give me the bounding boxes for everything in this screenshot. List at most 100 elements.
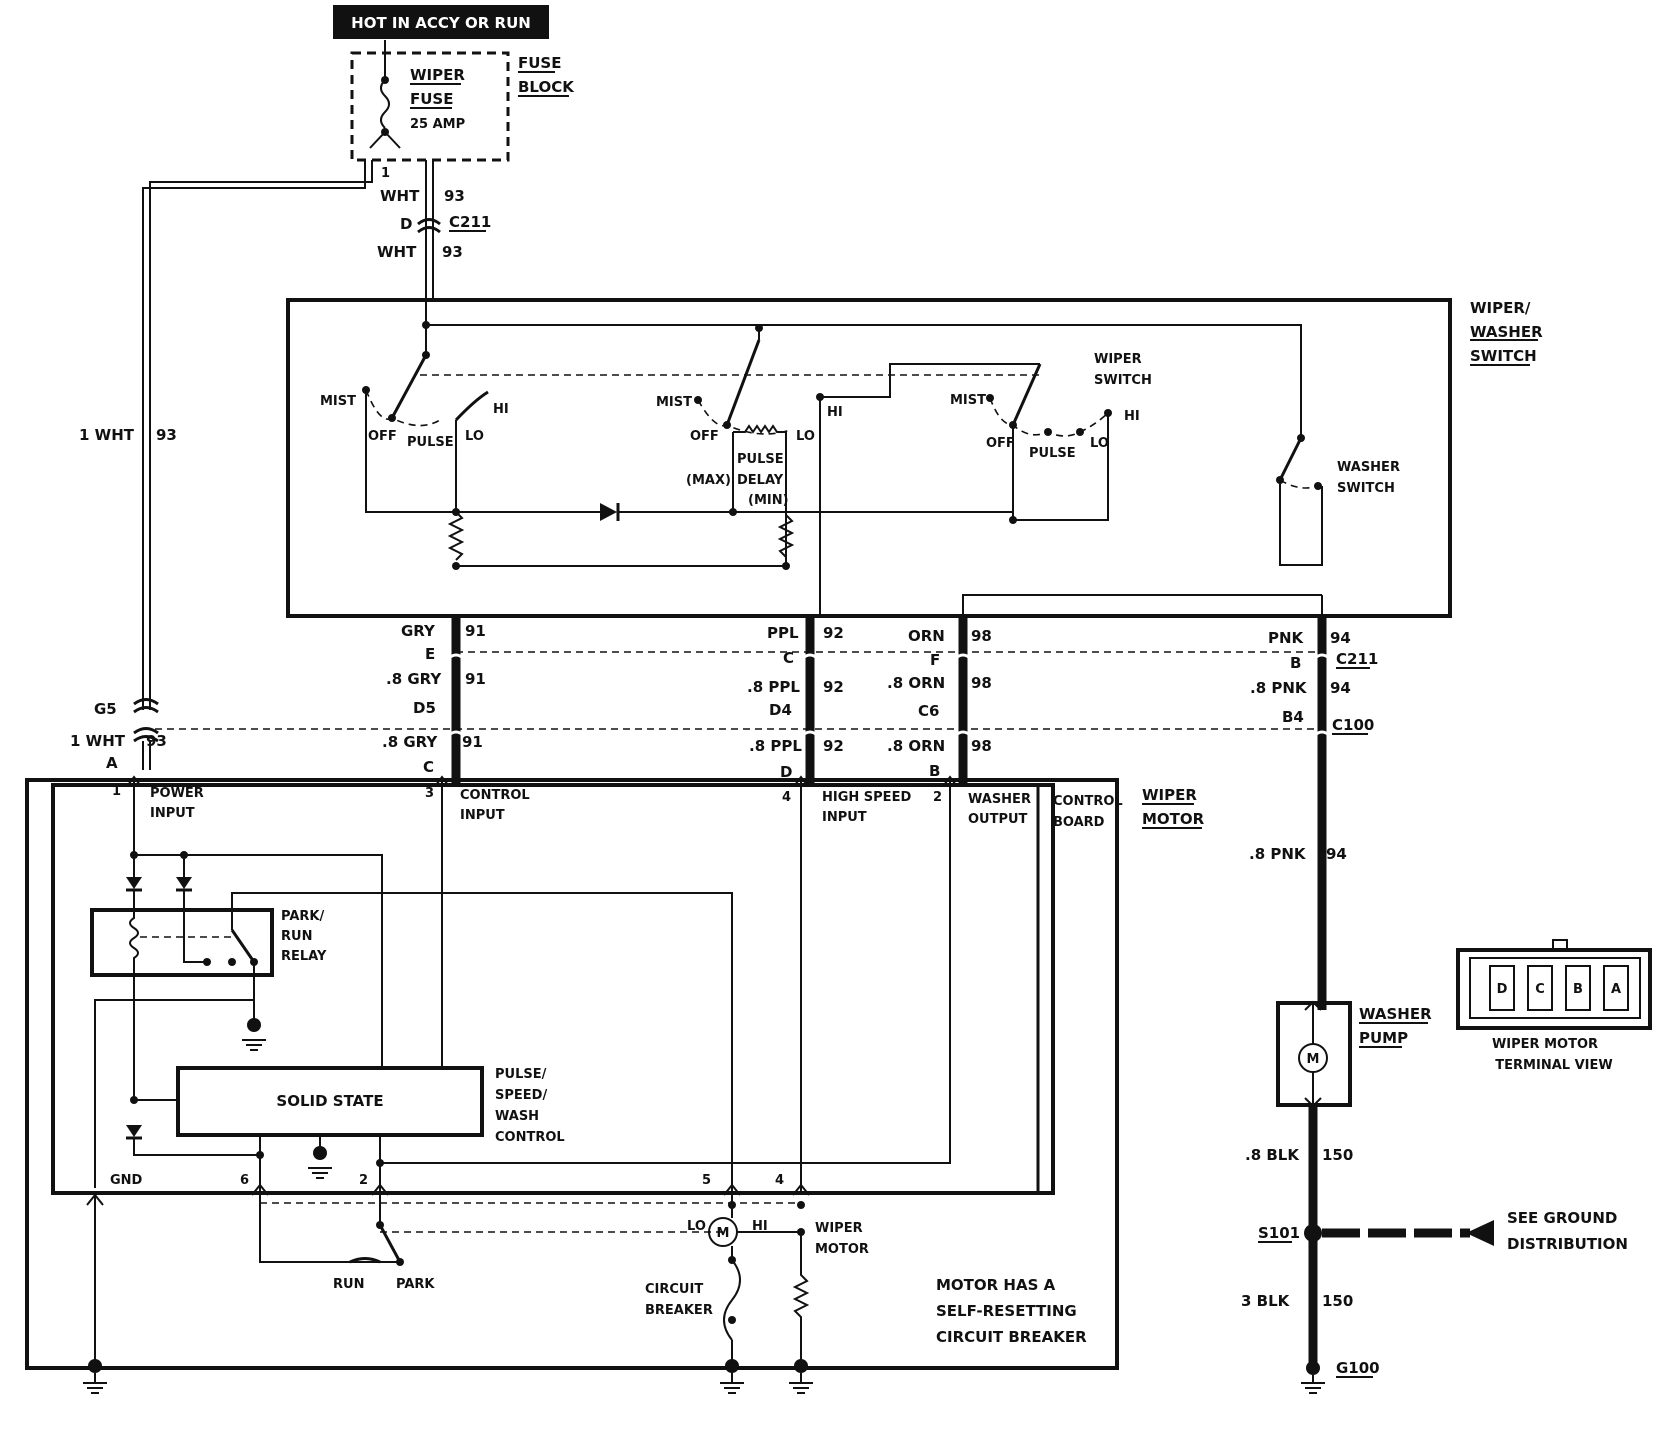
pnk-c211: C211 <box>1336 650 1378 668</box>
pulse-delay-resistor-icon <box>733 424 787 566</box>
ppl-c: C <box>783 649 794 667</box>
ppl-bot-num: 92 <box>823 737 844 755</box>
gry-top: GRY <box>401 622 436 640</box>
pin4-bottom: 4 <box>775 1173 784 1188</box>
sw2-max: (MAX) <box>686 473 731 488</box>
motor-lo: LO <box>687 1219 706 1234</box>
fuse-label-2: FUSE <box>410 90 453 108</box>
hot-label-box <box>333 5 549 39</box>
see-ground-2: DISTRIBUTION <box>1507 1235 1628 1253</box>
ppl-d: D <box>780 763 792 781</box>
terminal-c: C <box>1535 982 1545 997</box>
high-speed-1: HIGH SPEED <box>822 790 911 805</box>
switch3-blade <box>1011 363 1042 426</box>
gnd-pin: GND <box>110 1173 143 1188</box>
blk2-label: 3 BLK <box>1241 1292 1291 1310</box>
sw1-pulse: PULSE <box>407 435 454 450</box>
sw3-mist: MIST <box>950 393 986 408</box>
switch1-resistor-icon <box>447 511 465 561</box>
washer-pump-motor-icon <box>1298 1043 1328 1073</box>
left-feed-color: 1 WHT <box>79 426 135 444</box>
wiper-motor-label-2: MOTOR <box>815 1242 869 1257</box>
washer-output-1: WASHER <box>968 792 1031 807</box>
washer-pump-label-1: WASHER <box>1359 1005 1432 1023</box>
run-park-switch-blade <box>378 1224 402 1263</box>
sw1-off: OFF <box>368 429 397 444</box>
terminal-pin-d <box>1489 965 1515 1011</box>
terminal-pin-b <box>1565 965 1591 1011</box>
gry-e: E <box>425 645 435 663</box>
power-input-2: INPUT <box>150 806 195 821</box>
pnk-b: B <box>1290 654 1301 672</box>
motor-title-1: WIPER <box>1142 786 1197 804</box>
c211-upper-connector <box>417 218 441 234</box>
see-ground-1: SEE GROUND <box>1507 1209 1617 1227</box>
wht-num: 93 <box>146 732 167 750</box>
orn-mid: .8 ORN <box>887 674 945 692</box>
pulse-ctrl-3: WASH <box>495 1109 539 1124</box>
wht-a: A <box>106 754 118 772</box>
relay-contact <box>230 929 256 963</box>
washer-switch-blade <box>1278 437 1303 481</box>
ground-icon <box>794 1359 808 1373</box>
relay-coil-icon <box>129 890 139 1100</box>
relay-label-1: PARK/ <box>281 909 324 924</box>
fuse-element-icon <box>380 79 390 129</box>
high-speed-2: INPUT <box>822 810 867 825</box>
pulse-ctrl-4: CONTROL <box>495 1130 565 1145</box>
ppl-d4: D4 <box>769 701 792 719</box>
sw2-mist: MIST <box>656 395 692 410</box>
pnk-mid-num: 94 <box>1330 679 1351 697</box>
ppl-mid: .8 PPL <box>747 678 800 696</box>
blk1-num: 150 <box>1322 1146 1353 1164</box>
washer-switch-label-2: SWITCH <box>1337 481 1395 496</box>
hot-label: HOT IN ACCY OR RUN <box>351 14 531 32</box>
fuse-block-label-1: FUSE <box>518 54 561 72</box>
control-board-2: BOARD <box>1053 815 1105 830</box>
ground-icon <box>725 1359 739 1373</box>
s101-label: S101 <box>1258 1224 1300 1242</box>
orn-bot: .8 ORN <box>887 737 945 755</box>
orn-b: B <box>929 762 940 780</box>
lower-93-label: 93 <box>442 243 463 261</box>
c211-label: C211 <box>449 213 491 231</box>
sw2-delay: DELAY <box>737 473 784 488</box>
ppl-top-num: 92 <box>823 624 844 642</box>
blk2-num: 150 <box>1322 1292 1353 1310</box>
orn-top-num: 98 <box>971 627 992 645</box>
run-label: RUN <box>333 1277 364 1292</box>
pnk-top-num: 94 <box>1330 629 1351 647</box>
motor-note-1: MOTOR HAS A <box>936 1276 1056 1294</box>
solid-state-label: SOLID STATE <box>276 1092 383 1110</box>
terminal-d: D <box>1497 982 1508 997</box>
pnk-mid: .8 PNK <box>1250 679 1308 697</box>
pin6-bottom: 6 <box>240 1173 249 1188</box>
park-label: PARK <box>396 1277 435 1292</box>
wht-93-left-wire <box>142 160 366 710</box>
power-input-1: POWER <box>150 786 204 801</box>
sw1-lo: LO <box>465 429 484 444</box>
control-board-1: CONTROL <box>1053 794 1123 809</box>
control-input-2: INPUT <box>460 808 505 823</box>
pnk-low: .8 PNK <box>1249 845 1307 863</box>
pnk-top: PNK <box>1268 629 1305 647</box>
terminal-pin-c <box>1527 965 1553 1011</box>
motor-hi: HI <box>752 1219 768 1234</box>
pulse-ctrl-1: PULSE/ <box>495 1067 547 1082</box>
park-run-relay-box <box>90 908 274 977</box>
upper-93-label: 93 <box>444 187 465 205</box>
sw1-hi: HI <box>493 402 509 417</box>
blk1-label: .8 BLK <box>1245 1146 1300 1164</box>
c211-pin-d: D <box>400 215 412 233</box>
switch1-blade <box>390 354 428 419</box>
wiper-motor-m: M <box>717 1226 730 1241</box>
g100-label: G100 <box>1336 1359 1380 1377</box>
washer-switch-label-1: WASHER <box>1337 460 1400 475</box>
ppl-mid-num: 92 <box>823 678 844 696</box>
lower-wht-label: WHT <box>377 243 417 261</box>
sw2-lo: LO <box>796 429 815 444</box>
gry-mid: .8 GRY <box>386 670 442 688</box>
terminal-b: B <box>1573 982 1583 997</box>
washer-pump-m: M <box>1307 1052 1320 1067</box>
